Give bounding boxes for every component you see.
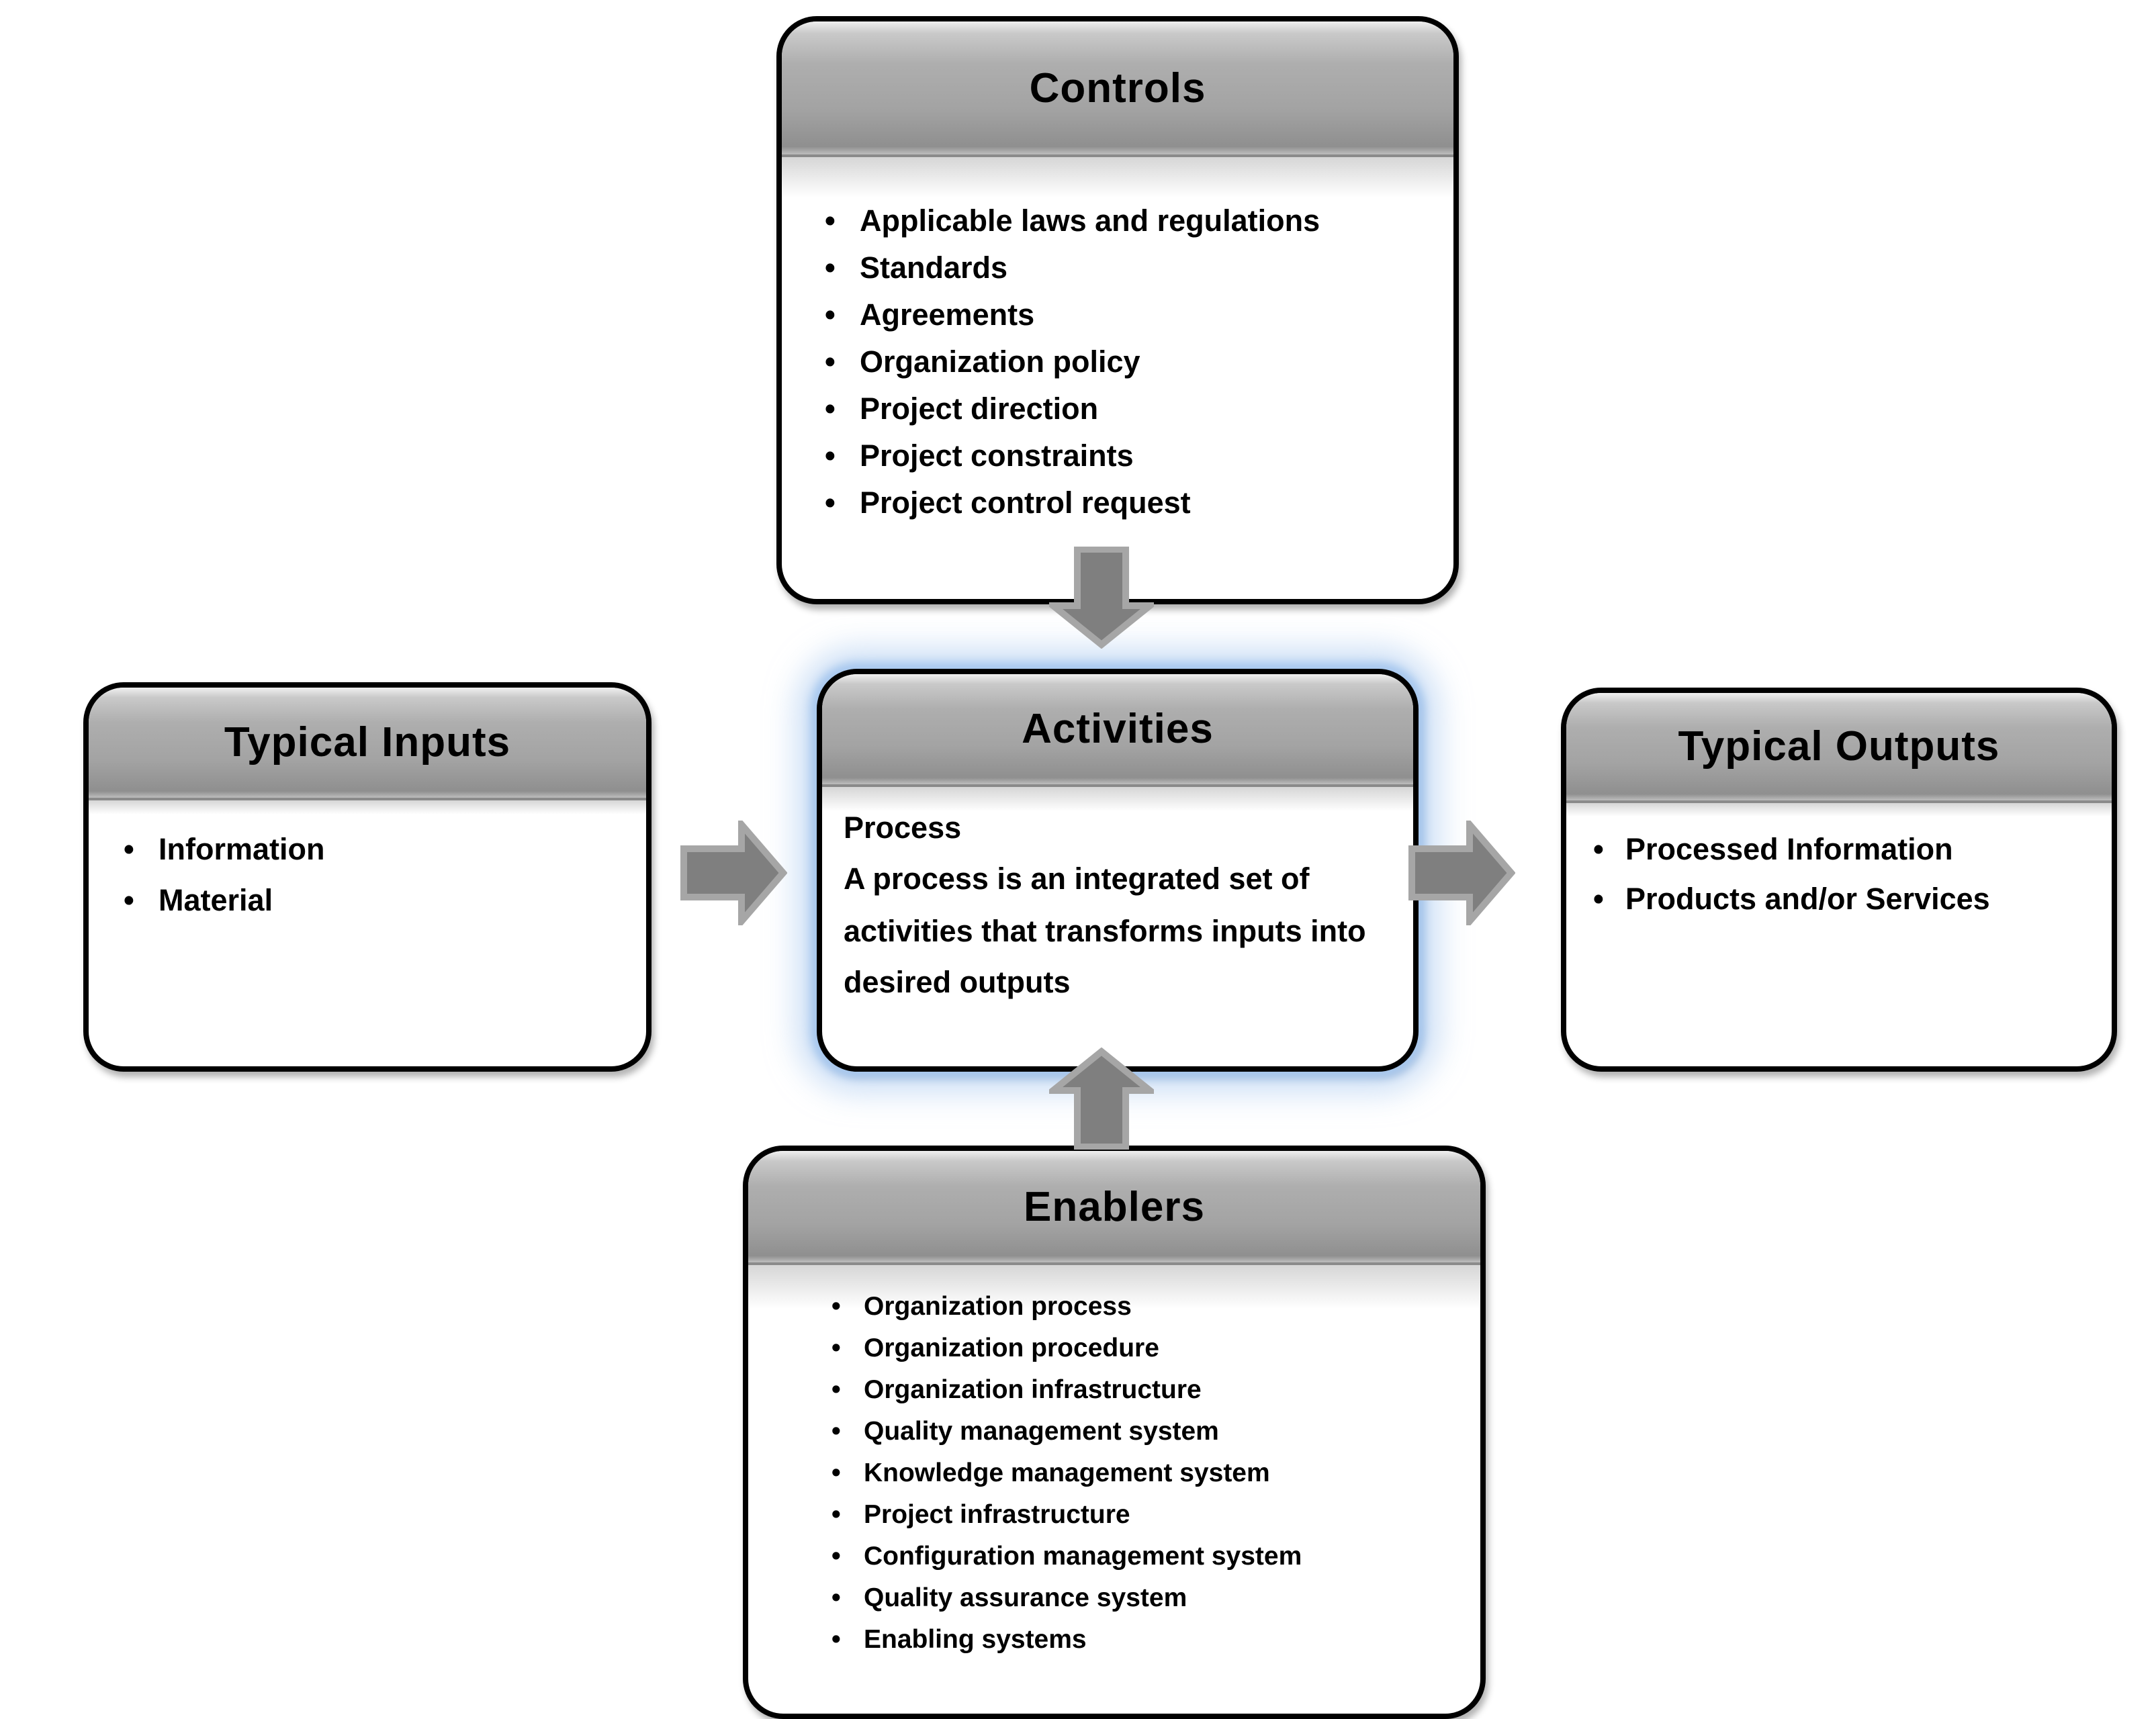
list-item: Enabling systems <box>832 1620 1467 1661</box>
list-item: Organization procedure <box>832 1328 1467 1370</box>
typical-inputs-box: Typical Inputs InformationMaterial <box>83 682 652 1072</box>
typical-outputs-box-body: Processed InformationProducts and/or Ser… <box>1566 803 2112 924</box>
list-item: Organization policy <box>825 338 1440 385</box>
typical-inputs-list: InformationMaterial <box>89 800 646 927</box>
activities-process-description: A process is an integrated set of activi… <box>844 862 1366 999</box>
list-item: Information <box>124 825 633 876</box>
arrow-up-icon <box>1049 1048 1154 1150</box>
activities-title: Activities <box>1022 705 1214 752</box>
controls-list: Applicable laws and regulationsStandards… <box>782 157 1453 526</box>
list-item: Knowledge management system <box>832 1453 1467 1495</box>
list-item: Quality management system <box>832 1411 1467 1453</box>
enablers-box: Enablers Organization processOrganizatio… <box>743 1146 1486 1719</box>
list-item: Quality assurance system <box>832 1578 1467 1620</box>
typical-outputs-list: Processed InformationProducts and/or Ser… <box>1566 803 2112 924</box>
activities-process-heading: Process <box>844 811 962 845</box>
activities-box-header: Activities <box>822 674 1413 787</box>
list-item: Material <box>124 876 633 927</box>
activities-box-body: Process A process is an integrated set o… <box>822 787 1413 1009</box>
enablers-box-body: Organization processOrganization procedu… <box>748 1265 1480 1661</box>
controls-title: Controls <box>1029 64 1206 111</box>
enablers-title: Enablers <box>1024 1182 1205 1229</box>
typical-outputs-box: Typical Outputs Processed InformationPro… <box>1561 688 2117 1072</box>
list-item: Standards <box>825 244 1440 291</box>
activities-box: Activities Process A process is an integ… <box>817 669 1419 1072</box>
list-item: Project control request <box>825 479 1440 526</box>
list-item: Organization process <box>832 1287 1467 1328</box>
list-item: Agreements <box>825 291 1440 338</box>
list-item: Project constraints <box>825 432 1440 479</box>
arrow-right-input-icon <box>680 821 787 925</box>
controls-box-body: Applicable laws and regulationsStandards… <box>782 157 1453 526</box>
arrow-down-icon <box>1049 547 1154 649</box>
list-item: Products and/or Services <box>1593 874 2101 924</box>
typical-inputs-box-body: InformationMaterial <box>89 800 646 927</box>
controls-box-header: Controls <box>782 21 1453 157</box>
list-item: Processed Information <box>1593 825 2101 874</box>
typical-inputs-box-header: Typical Inputs <box>89 688 646 800</box>
list-item: Project infrastructure <box>832 1495 1467 1536</box>
typical-outputs-box-header: Typical Outputs <box>1566 693 2112 803</box>
list-item: Applicable laws and regulations <box>825 197 1440 244</box>
arrow-right-output-icon <box>1408 821 1515 925</box>
controls-box: Controls Applicable laws and regulations… <box>776 16 1459 604</box>
list-item: Project direction <box>825 385 1440 432</box>
list-item: Organization infrastructure <box>832 1370 1467 1411</box>
typical-outputs-title: Typical Outputs <box>1678 723 2000 770</box>
typical-inputs-title: Typical Inputs <box>224 718 511 765</box>
enablers-box-header: Enablers <box>748 1151 1480 1265</box>
enablers-list: Organization processOrganization procedu… <box>748 1265 1480 1661</box>
list-item: Configuration management system <box>832 1536 1467 1578</box>
